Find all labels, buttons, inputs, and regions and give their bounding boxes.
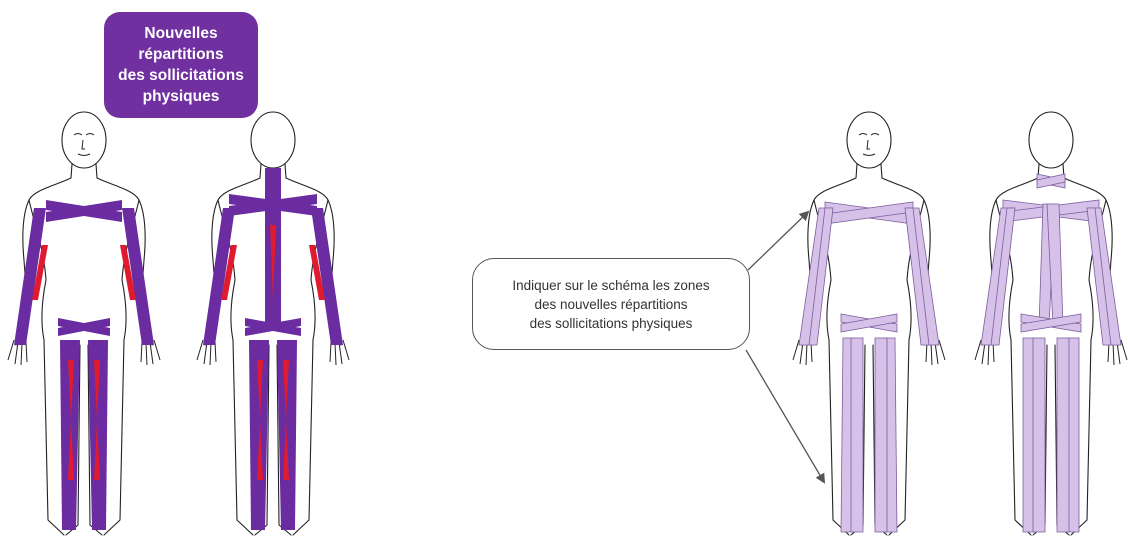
callout-line: des sollicitations physiques	[530, 314, 693, 333]
instruction-callout: Indiquer sur le schéma les zones des nou…	[472, 258, 750, 350]
arrow-down	[746, 350, 824, 482]
stress-bands	[799, 202, 939, 532]
stress-bands	[14, 200, 154, 530]
arrow-up	[748, 212, 808, 270]
callout-line: Indiquer sur le schéma les zones	[512, 276, 709, 295]
figure-front-dark	[8, 112, 160, 535]
figure-back-dark	[197, 112, 349, 535]
badge-line: Nouvelles	[144, 23, 217, 44]
title-badge: Nouvelles répartitions des sollicitation…	[104, 12, 258, 118]
badge-line: répartitions	[138, 44, 223, 65]
stress-bands	[981, 174, 1121, 532]
stress-markers	[221, 225, 325, 480]
stress-bands	[203, 168, 343, 530]
figure-back-light	[975, 112, 1127, 535]
face-icon	[859, 134, 879, 156]
face-icon	[74, 134, 94, 156]
figure-front-light	[793, 112, 945, 535]
stress-markers	[32, 245, 136, 480]
callout-line: des nouvelles répartitions	[534, 295, 687, 314]
badge-line: physiques	[143, 86, 220, 107]
badge-line: des sollicitations	[118, 65, 244, 86]
